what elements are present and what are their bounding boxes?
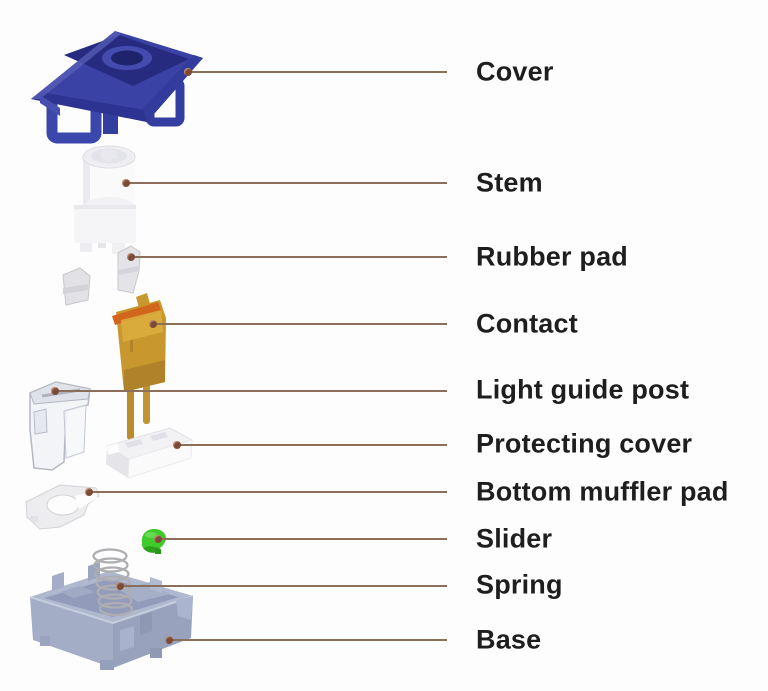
- leader-line-slider: [154, 535, 447, 543]
- leader-line-stem: [122, 179, 447, 187]
- part-label-slider: Slider: [476, 523, 553, 554]
- leader-line-cover: [184, 68, 447, 76]
- leader-line-bottom-muffler-pad: [85, 488, 447, 496]
- leader-line-rubber-pad: [127, 253, 447, 261]
- part-label-stem: Stem: [476, 167, 543, 198]
- spring-illustration: [92, 548, 134, 617]
- part-label-bottom-muffler-pad: Bottom muffler pad: [476, 476, 729, 507]
- stem-illustration: [74, 145, 136, 254]
- part-label-contact: Contact: [476, 308, 578, 339]
- part-label-spring: Spring: [476, 569, 563, 600]
- cover-illustration: [31, 31, 203, 144]
- part-label-rubber-pad: Rubber pad: [476, 241, 629, 272]
- leader-line-spring: [116, 582, 447, 590]
- protecting-cover-illustration: [105, 427, 194, 479]
- leader-line-contact: [149, 320, 447, 328]
- leader-line-light-guide-post: [51, 387, 447, 395]
- light-guide-post-illustration: [29, 381, 91, 471]
- part-label-light-guide-post: Light guide post: [476, 374, 690, 405]
- leader-line-protecting-cover: [173, 441, 447, 449]
- bottom-muffler-pad-illustration: [25, 484, 100, 530]
- base-front-illustration: [29, 595, 194, 670]
- part-label-protecting-cover: Protecting cover: [476, 428, 693, 459]
- part-label-cover: Cover: [476, 56, 554, 87]
- leader-line-base: [165, 636, 447, 644]
- part-label-base: Base: [476, 624, 542, 655]
- contact-illustration: [112, 293, 166, 440]
